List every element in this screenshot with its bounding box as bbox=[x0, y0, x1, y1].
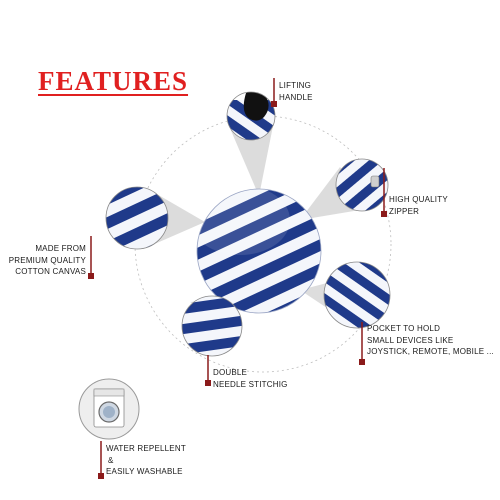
label-zipper: HIGH QUALITY ZIPPER bbox=[389, 195, 448, 216]
label-lifting-handle: LIFTING HANDLE bbox=[279, 81, 313, 102]
pocket-closeup-icon bbox=[323, 261, 391, 329]
label-pocket: POCKET TO HOLD SMALL DEVICES LIKE JOYSTI… bbox=[367, 324, 494, 356]
leader-dots bbox=[88, 101, 387, 479]
page-title: FEATURES bbox=[38, 66, 189, 96]
washing-machine-icon bbox=[78, 378, 140, 440]
leader-lines bbox=[90, 78, 385, 476]
label-stitching: DOUBLE NEEDLE STITCHIG bbox=[213, 368, 288, 389]
canvas-closeup-icon bbox=[105, 186, 169, 250]
zipper-closeup-icon bbox=[335, 158, 389, 212]
label-washable: WATER REPELLENT & EASILY WASHABLE bbox=[106, 444, 186, 476]
stitching-closeup-icon bbox=[181, 295, 243, 357]
label-canvas: MADE FROM PREMIUM QUALITY COTTON CANVAS bbox=[8, 244, 86, 276]
handle-closeup-icon bbox=[226, 91, 276, 141]
